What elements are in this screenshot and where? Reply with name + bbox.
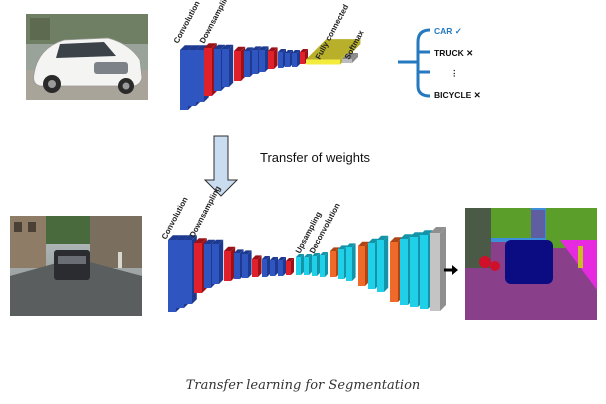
layer-bottom-8 [242, 250, 252, 278]
layer-top-6 [234, 46, 246, 81]
class-tree [398, 28, 431, 98]
layer-bottom-12 [278, 257, 286, 276]
layer-bottom-15 [304, 254, 312, 275]
layer-top-12 [285, 50, 293, 67]
transfer-arrow [203, 135, 239, 197]
label-convolution-bottom: Convolution [160, 195, 190, 241]
layer-bottom-17 [320, 252, 328, 277]
figure-caption: Transfer learning for Segmentation [185, 378, 421, 393]
layer-top-5 [222, 44, 234, 87]
class-list: CAR ✓ TRUCK ✕ ⋮ BICYCLE ✕ [434, 26, 481, 100]
layer-bottom-16 [312, 253, 320, 276]
segmentation-network [168, 227, 446, 312]
class-label-1: TRUCK ✕ [434, 48, 473, 58]
transfer-label: Transfer of weights [260, 150, 371, 165]
layer-top-13 [292, 50, 300, 67]
segmentation-map [465, 208, 597, 320]
layer-bottom-6 [224, 246, 236, 281]
layer-bottom-10 [262, 256, 270, 277]
layer-top-11 [278, 49, 286, 68]
class-label-2: ⋮ [450, 68, 459, 78]
label-downsampling: Downsampling [198, 0, 233, 45]
layer-bottom-9 [252, 255, 262, 277]
label-downsampling-bottom: Downsampling [188, 184, 223, 239]
layer-bottom-28 [430, 227, 446, 311]
street-photo [10, 216, 142, 316]
layer-bottom-5 [212, 239, 224, 284]
class-label-3: BICYCLE ✕ [434, 90, 481, 100]
layer-bottom-21 [358, 241, 370, 286]
layer-bottom-20 [346, 243, 356, 281]
layer-top-9 [259, 46, 269, 72]
output-arrow [444, 265, 458, 275]
classification-network [180, 39, 361, 111]
layer-top-10 [268, 47, 278, 69]
layer-bottom-13 [286, 258, 294, 275]
layer-bottom-23 [377, 235, 389, 292]
softmax-layer [342, 53, 358, 63]
layer-bottom-11 [270, 257, 278, 276]
class-label-0: CAR ✓ [434, 26, 462, 36]
car-photo [26, 14, 148, 100]
layer-bottom-14 [296, 254, 304, 275]
label-convolution: Convolution [172, 0, 202, 45]
